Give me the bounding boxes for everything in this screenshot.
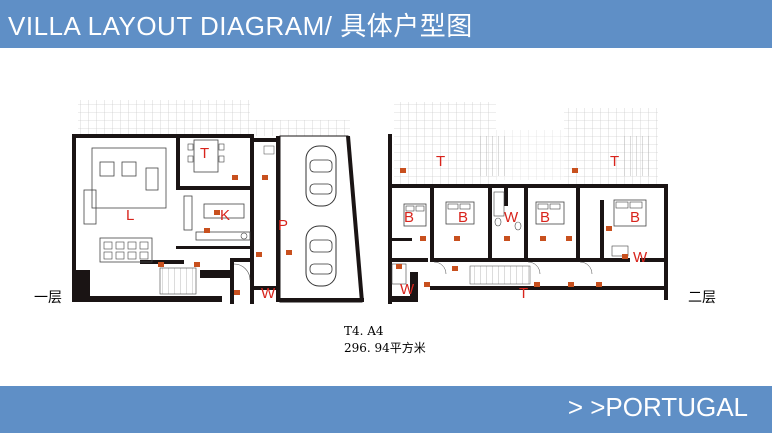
footer-banner: > >PORTUGAL bbox=[0, 386, 772, 433]
gf-wc-label: W bbox=[261, 285, 276, 302]
upper-floor-label: 二层 bbox=[688, 290, 716, 306]
gf-kitchen-label: K bbox=[220, 207, 230, 224]
uf-bedroom-2-label: B bbox=[458, 209, 468, 226]
gf-living-label: L bbox=[126, 207, 134, 224]
header-banner: VILLA LAYOUT DIAGRAM/ 具体户型图 bbox=[0, 0, 772, 48]
ground-floor-label: 一层 bbox=[34, 290, 62, 306]
uf-bedroom-4-label: B bbox=[630, 209, 640, 226]
gf-driveway-paving bbox=[250, 120, 350, 136]
unit-info: T4. A4 296. 94平方米 bbox=[344, 323, 426, 357]
uf-bedroom-3-label: B bbox=[540, 209, 550, 226]
uf-wc-center-label: W bbox=[504, 209, 519, 226]
car-icon bbox=[305, 225, 337, 287]
unit-model: T4. A4 bbox=[344, 324, 384, 338]
portugal-nav-link[interactable]: > >PORTUGAL bbox=[567, 392, 748, 422]
page-title: VILLA LAYOUT DIAGRAM/ 具体户型图 bbox=[8, 11, 473, 41]
ground-floor-plan: T L K P W bbox=[72, 100, 364, 304]
uf-terrace-left-label: T bbox=[436, 153, 445, 170]
upper-floor-plan: T T B B W B B W W T bbox=[388, 102, 668, 304]
uf-wc-right-label: W bbox=[633, 249, 648, 266]
uf-terrace-right-label: T bbox=[610, 153, 619, 170]
car-icon bbox=[305, 145, 337, 207]
uf-bedroom-1-label: B bbox=[404, 209, 414, 226]
gf-parking-label: P bbox=[278, 217, 288, 234]
gf-terrace-paving bbox=[78, 100, 250, 134]
uf-wc-left-label: W bbox=[400, 281, 415, 298]
unit-area: 296. 94平方米 bbox=[344, 341, 426, 355]
uf-terrace-bottom-label: T bbox=[519, 285, 528, 302]
gf-terrace-label: T bbox=[200, 145, 209, 162]
